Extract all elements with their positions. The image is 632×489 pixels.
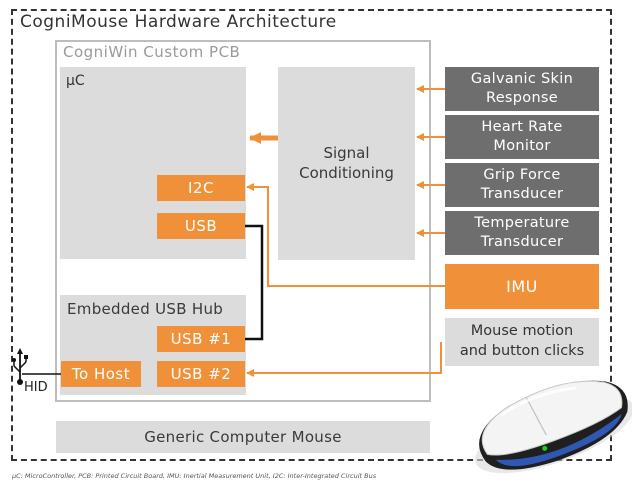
diagram-title: CogniMouse Hardware Architecture (20, 12, 337, 32)
arrow-mouse-to-usb2 (246, 342, 442, 377)
microcontroller-label: μC (66, 73, 85, 89)
usb-port: USB (157, 213, 245, 239)
sensor-galvanic-skin-response: Galvanic Skin Response (445, 67, 599, 111)
usb-link (245, 224, 264, 341)
pcb-title: CogniWin Custom PCB (63, 43, 241, 61)
arrow-imu-to-i2c (246, 183, 445, 287)
mouse-photo (474, 380, 632, 474)
i2c-port: I2C (157, 175, 245, 201)
usb-hub-label: Embedded USB Hub (67, 300, 224, 318)
to-host-port: To Host (61, 361, 141, 387)
sensor-grip-force-transducer: Grip Force Transducer (445, 163, 599, 207)
sensor-heart-rate-monitor: Heart Rate Monitor (445, 115, 599, 159)
usb2-port: USB #2 (157, 361, 245, 387)
signal-conditioning-block: Signal Conditioning (278, 67, 415, 260)
imu-block: IMU (445, 264, 599, 309)
usb-icon (12, 348, 28, 385)
hid-label: HID (24, 380, 48, 395)
generic-mouse-block: Generic Computer Mouse (56, 421, 430, 453)
sensor-temperature-transducer: Temperature Transducer (445, 211, 599, 255)
footnote: μC: MicroController, PCB: Printed Circui… (12, 472, 377, 480)
system-boundary (11, 9, 612, 461)
usb1-port: USB #1 (157, 326, 245, 352)
mouse-motion-block: Mouse motion and button clicks (445, 318, 599, 366)
